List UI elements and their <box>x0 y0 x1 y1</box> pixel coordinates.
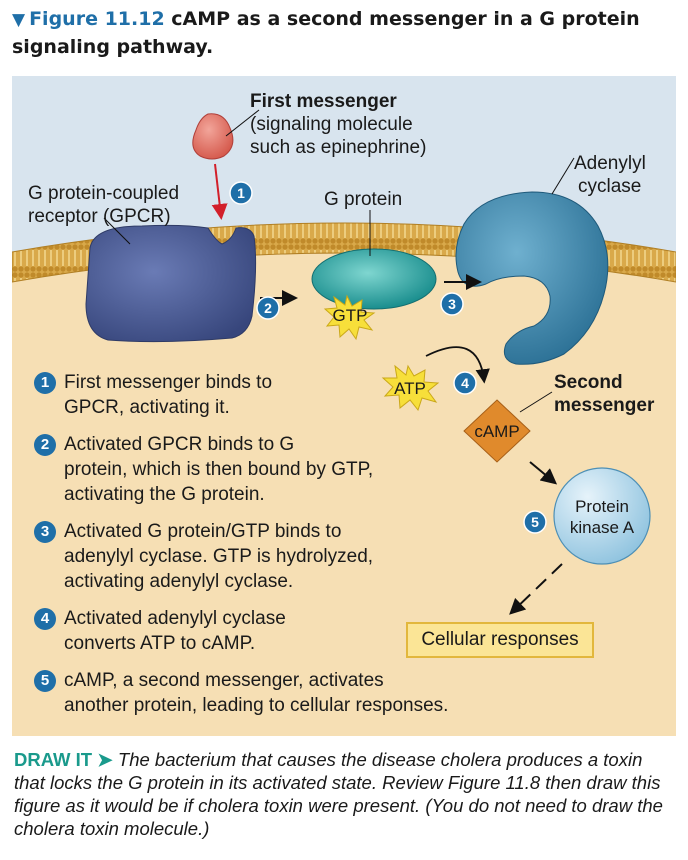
diagram-panel: 1 2 3 4 5 GTP ATP cAMP Protein kinase A … <box>12 76 676 736</box>
adenylyl-cyclase-shape <box>455 191 609 365</box>
atp-label: ATP <box>394 379 426 398</box>
diagram-step-marker-2: 2 <box>256 296 280 320</box>
diagram-step-num-4: 4 <box>461 375 469 391</box>
step-number-badge: 3 <box>34 521 56 543</box>
pka-to-responses-arrow <box>509 563 563 615</box>
second-messenger-label-1: Second <box>554 372 623 393</box>
diagram-svg: 1 2 3 4 5 GTP ATP cAMP Protein kinase A <box>12 76 676 736</box>
protein-kinase-label-1: Protein <box>575 497 629 516</box>
diagram-step-marker-5: 5 <box>523 510 547 534</box>
first-messenger-shape <box>192 113 234 160</box>
first-messenger-leader <box>225 109 260 137</box>
cellular-responses-box: Cellular responses <box>406 622 594 658</box>
atp-burst <box>381 364 440 412</box>
step-text-line: Activated G protein/GTP binds to <box>64 521 342 542</box>
atp-to-camp-arrow <box>425 346 490 384</box>
step-number-badge: 4 <box>34 608 56 630</box>
diagram-step-num-2: 2 <box>264 300 272 316</box>
diagram-step-marker-3: 3 <box>440 292 464 316</box>
binding-arrow <box>211 163 228 220</box>
step-text-line: converts ATP to cAMP. <box>64 633 256 654</box>
diagram-step-marker-1: 1 <box>229 181 253 205</box>
step-text-line: cAMP, a second messenger, activates <box>64 670 384 691</box>
step-item-2: 2 Activated GPCR binds to G protein, whi… <box>34 432 504 507</box>
diagram-step-num-1: 1 <box>237 185 245 201</box>
step-text-line: First messenger binds to <box>64 372 273 393</box>
second-messenger-leader <box>519 391 553 413</box>
first-messenger-title: First messenger <box>250 91 397 112</box>
gpcr-label-1: G protein-coupled <box>28 183 180 204</box>
step-text-line: Activated adenylyl cyclase <box>64 608 286 629</box>
camp-label: cAMP <box>474 422 519 441</box>
step-text-line: Activated GPCR binds to G <box>64 434 295 455</box>
step-text-line: GPCR, activating it. <box>64 397 230 418</box>
adenylyl-cyclase-label-1: Adenylyl <box>574 153 646 174</box>
step-item-1: 1 First messenger binds to GPCR, activat… <box>34 370 504 420</box>
step-text-line: another protein, leading to cellular res… <box>64 695 449 716</box>
step-number-badge: 2 <box>34 434 56 456</box>
gtp-burst <box>323 294 376 341</box>
draw-it-text: The bacterium that causes the disease ch… <box>14 749 663 839</box>
adenylyl-cyclase-label-2: cyclase <box>578 176 642 197</box>
figure-number: Figure 11.12 <box>29 8 165 30</box>
caret-down-icon: ▼ <box>12 10 26 30</box>
step-text-line: protein, which is then bound by GTP, <box>64 459 374 480</box>
g-protein-label: G protein <box>324 189 403 210</box>
protein-kinase-a-shape <box>553 467 651 565</box>
chevron-right-icon: ➤ <box>92 749 118 770</box>
figure-caption: cAMP as a second messenger in a G protei… <box>12 8 640 58</box>
step-item-3: 3 Activated G protein/GTP binds to adeny… <box>34 519 504 594</box>
gpcr-shape <box>85 224 257 343</box>
step-item-5: 5 cAMP, a second messenger, activates an… <box>34 668 504 718</box>
draw-it-prompt: DRAW IT ➤ The bacterium that causes the … <box>14 748 676 840</box>
gpcr-leader <box>103 217 131 245</box>
step-list: 1 First messenger binds to GPCR, activat… <box>34 370 504 730</box>
step-number-badge: 5 <box>34 670 56 692</box>
first-messenger-desc-2: such as epinephrine) <box>250 137 427 158</box>
camp-to-pka-arrow <box>529 461 558 485</box>
step-item-4: 4 Activated adenylyl cyclase converts AT… <box>34 606 504 656</box>
step-number-badge: 1 <box>34 372 56 394</box>
step-text-line: adenylyl cyclase. GTP is hydrolyzed, <box>64 546 374 567</box>
diagram-step-marker-4: 4 <box>453 371 477 395</box>
gpcr-label-2: receptor (GPCR) <box>28 206 171 227</box>
first-messenger-desc-1: (signaling molecule <box>250 114 413 135</box>
second-messenger-label-2: messenger <box>554 395 655 416</box>
adenylyl-leader <box>551 157 575 195</box>
step-text-line: activating the G protein. <box>64 484 265 505</box>
draw-it-heading: DRAW IT <box>14 749 93 770</box>
diagram-step-num-3: 3 <box>448 296 456 312</box>
protein-kinase-label-2: kinase A <box>570 518 635 537</box>
figure-title: ▼Figure 11.12 cAMP as a second messenger… <box>12 6 676 61</box>
g-protein-shape <box>311 248 437 310</box>
camp-diamond <box>463 399 531 463</box>
diagram-step-num-5: 5 <box>531 514 539 530</box>
gtp-label: GTP <box>333 306 368 325</box>
step-text-line: activating adenylyl cyclase. <box>64 571 294 592</box>
